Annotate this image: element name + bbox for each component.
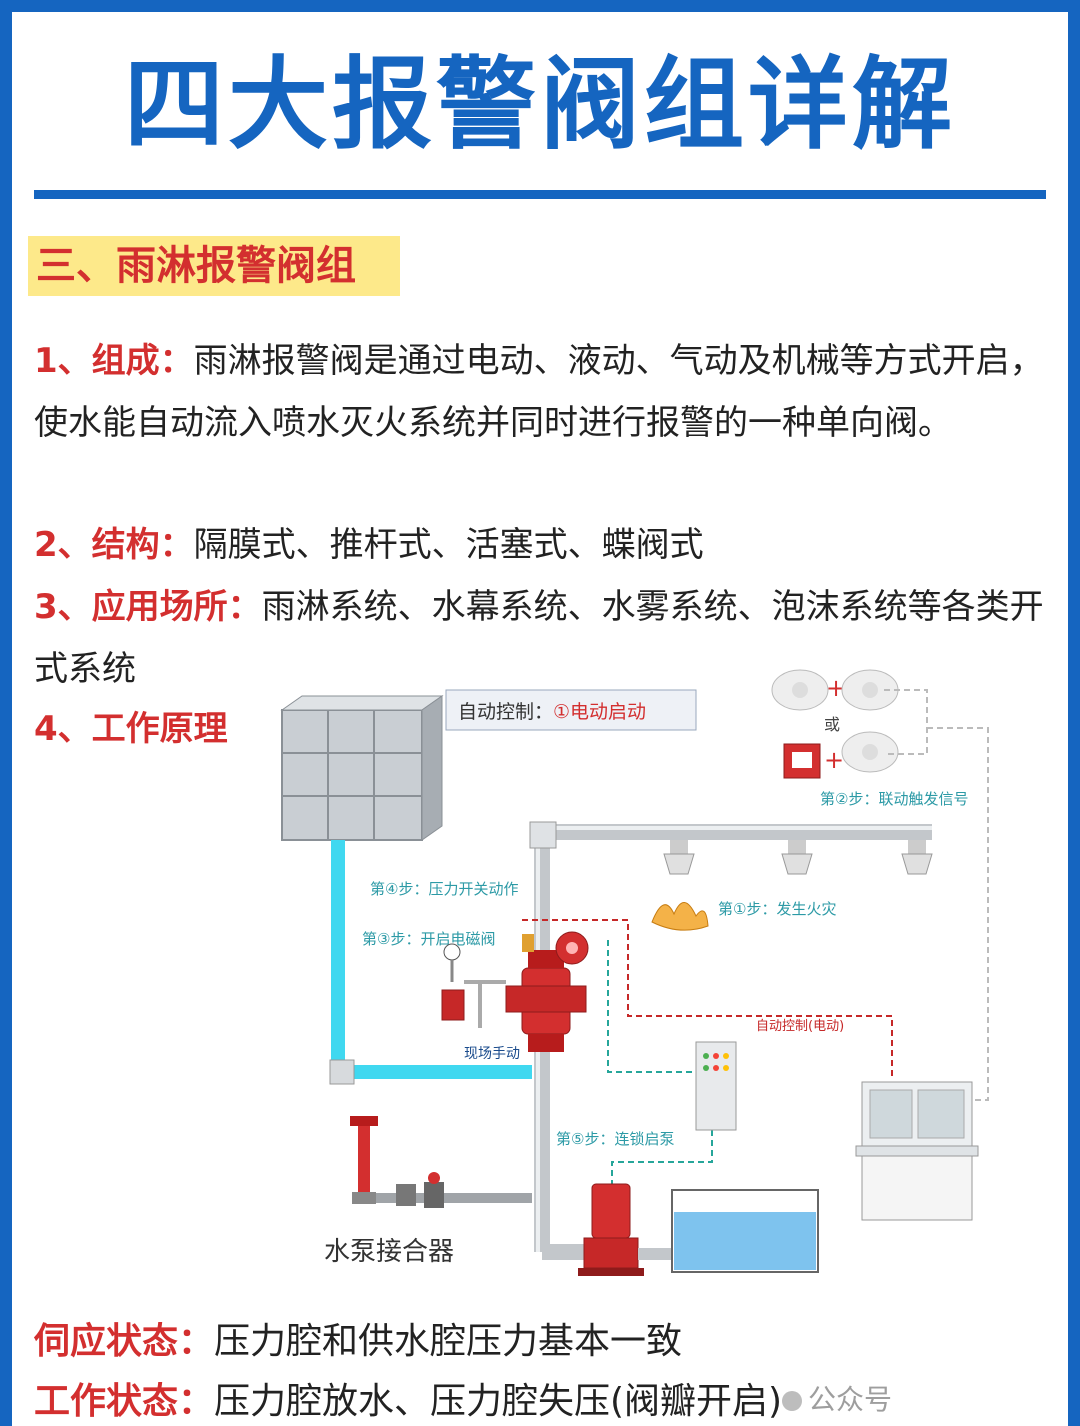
composition-paragraph: 1、组成：雨淋报警阀是通过电动、液动、气动及机械等方式开启，使水能自动流入喷水灭…: [34, 330, 1054, 454]
gate-valve-icon: [424, 1172, 444, 1208]
auto-control-prefix: 自动控制：: [458, 701, 553, 723]
step4-label: 第④步：压力开关动作: [370, 880, 518, 898]
application-paragraph: 3、应用场所：雨淋系统、水幕系统、水雾系统、泡沫系统等各类开式系统: [34, 576, 1054, 700]
section-title: 三、雨淋报警阀组: [28, 236, 400, 296]
step1-label: 第①步：发生火灾: [718, 900, 836, 918]
composition-label: 1、组成：: [34, 341, 194, 381]
composition-text: 雨淋报警阀是通过电动、液动、气动及机械等方式开启，使水能自动流入喷水灭火系统并同…: [34, 341, 1044, 443]
watermark-text: 公众号: [808, 1383, 893, 1416]
deluge-system-diagram: + 或 + 自动控制：①电动启动 第②步：联动触发信号 第④步：压力开关动作 第…: [280, 669, 989, 1276]
structure-label: 2、结构：: [34, 525, 194, 565]
plus-sign-1: +: [826, 674, 846, 702]
riser-elbow: [529, 821, 557, 849]
pressure-switch: [522, 934, 534, 952]
solenoid-valve: [441, 989, 465, 1021]
step2-label: 第②步：联动触发信号: [820, 790, 968, 808]
pump-control-cabinet: [695, 1041, 737, 1131]
application-text: 雨淋系统、水幕系统、水雾系统、泡沫系统等各类开式系统: [34, 587, 1044, 689]
principle-heading: 4、工作原理: [34, 698, 228, 760]
pump-connector-label: 水泵接合器: [324, 1237, 454, 1267]
water-pool: [671, 1189, 819, 1273]
smoke-detector-1: [771, 669, 829, 711]
pump-adapter: [350, 1116, 532, 1208]
sprinkler-head-2: [781, 840, 813, 875]
standby-text: 压力腔和供水腔压力基本一致: [214, 1321, 683, 1362]
signal-lines: [522, 689, 989, 1188]
working-text: 压力腔放水、压力腔失压(阀瓣开启): [214, 1381, 783, 1422]
smoke-detector-3: [841, 731, 899, 773]
auto-control-text: 自动控制：①电动启动: [458, 701, 646, 723]
deluge-valve: [505, 950, 587, 1052]
manual-alarm-button-icon: [783, 743, 821, 779]
water-tank: [280, 695, 444, 841]
supply-pipe: [331, 840, 532, 1079]
title-divider: [34, 190, 1046, 199]
fire-alarm-control-panel: [855, 1081, 979, 1221]
application-label: 3、应用场所：: [34, 587, 262, 627]
page: 四大报警阀组详解 三、雨淋报警阀组 1、组成：雨淋报警阀是通过电动、液动、气动及…: [12, 12, 1068, 1426]
watermark: 公众号: [782, 1378, 892, 1418]
page-title: 四大报警阀组详解: [124, 46, 956, 163]
structure-text: 隔膜式、推杆式、活塞式、蝶阀式: [193, 525, 704, 565]
step3-label: 第③步：开启电磁阀: [362, 930, 495, 948]
pressure-gauge-icon: [443, 943, 461, 982]
fire-pump: [578, 1183, 644, 1276]
alarm-bell-icon: [555, 931, 589, 965]
sprinkler-head-3: [901, 840, 933, 875]
manual-label: 现场手动: [464, 1046, 520, 1062]
working-status: 工作状态：压力腔放水、压力腔失压(阀瓣开启): [34, 1372, 782, 1424]
standby-status: 伺应状态：压力腔和供水腔压力基本一致: [34, 1312, 682, 1364]
plus-sign-2: +: [824, 746, 844, 774]
fire-icon: [651, 902, 709, 931]
working-label: 工作状态：: [34, 1381, 215, 1422]
standby-label: 伺应状态：: [34, 1321, 215, 1362]
auto-control-value: ①电动启动: [553, 701, 646, 723]
smoke-detector-2: [841, 669, 899, 711]
principle-label: 4、工作原理: [34, 709, 228, 749]
or-label: 或: [824, 715, 840, 734]
auto-control-box: [445, 689, 697, 731]
wechat-icon: [782, 1391, 802, 1411]
auto-control-electric-label: 自动控制(电动): [756, 1019, 844, 1034]
step5-label: 第⑤步：连锁启泵: [556, 1130, 674, 1148]
structure-paragraph: 2、结构：隔膜式、推杆式、活塞式、蝶阀式: [34, 514, 1054, 576]
elbow-fitting: [329, 1059, 355, 1085]
sprinkler-head-1: [663, 840, 695, 875]
check-valve-icon: [396, 1184, 416, 1206]
trim-piping: [464, 980, 506, 1028]
